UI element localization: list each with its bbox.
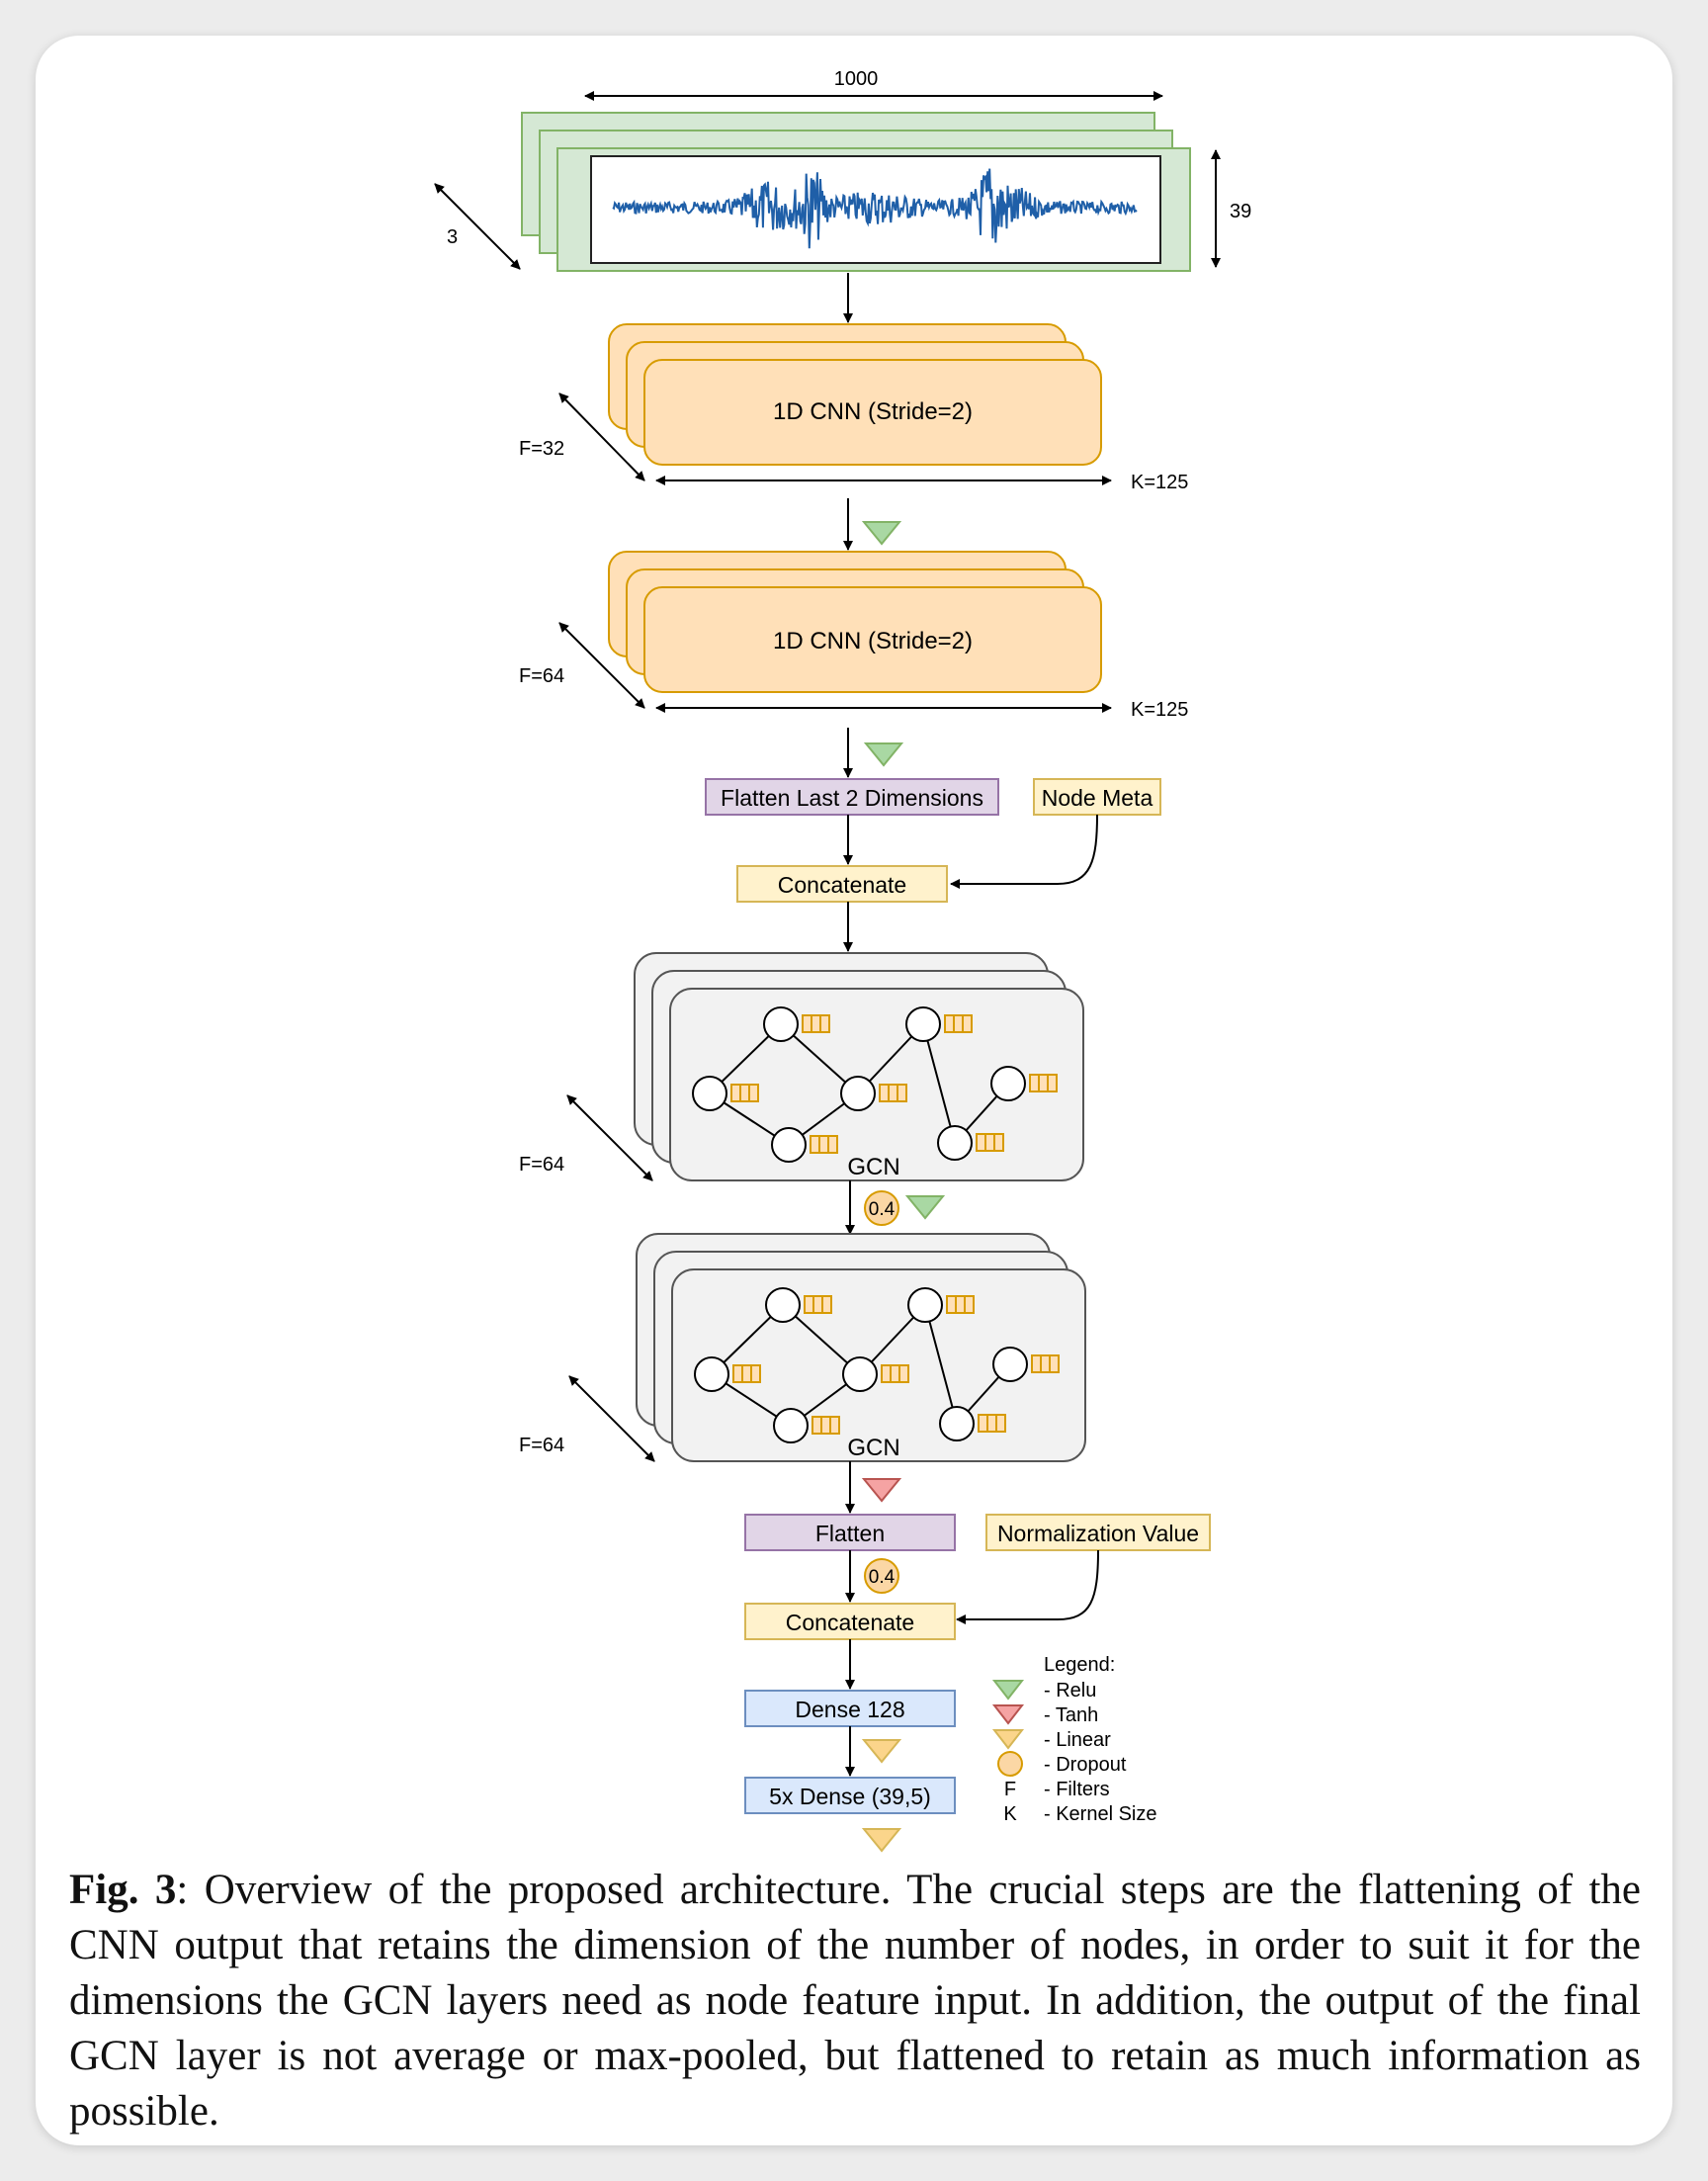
- concatenate-2-label: Concatenate: [786, 1610, 914, 1635]
- input-stack: [521, 112, 1191, 272]
- gcn-graph-1: [692, 1006, 1058, 1163]
- figure-caption: Fig. 3: Overview of the proposed archite…: [69, 1863, 1641, 2139]
- normalization-value-label: Normalization Value: [997, 1521, 1199, 1546]
- gcn-2-filters: F=64: [519, 1435, 564, 1456]
- node-meta-arrow: [950, 814, 1098, 889]
- legend-dropout: - Dropout: [1044, 1754, 1127, 1776]
- concatenate-box-2: [744, 1603, 956, 1640]
- dropout-1-label: 0.4: [869, 1199, 896, 1220]
- legend-filters: - Filters: [1044, 1779, 1110, 1800]
- legend: Legend: - Relu - Tanh - Linear - Dropout…: [991, 1654, 1157, 1825]
- filters-arrow: [568, 1375, 655, 1462]
- gcn-graph-2: [694, 1287, 1060, 1443]
- relu-legend-icon: [991, 1680, 1025, 1701]
- normalization-arrow: [956, 1549, 1099, 1624]
- node-meta-box: [1033, 778, 1161, 816]
- linear-legend-icon: [991, 1729, 1025, 1750]
- cnn-layer-2: 1D CNN (Stride=2): [608, 551, 1102, 693]
- dense-output-box: [744, 1777, 956, 1814]
- gcn-2-label: GCN: [847, 1435, 899, 1461]
- relu-activation-icon: [861, 521, 902, 546]
- dropout-legend-icon: [997, 1751, 1023, 1777]
- cnn-2-filters: F=64: [519, 665, 564, 687]
- legend-linear: - Linear: [1044, 1729, 1111, 1751]
- flatten-last-2-label: Flatten Last 2 Dimensions: [721, 785, 983, 811]
- linear-activation-icon: [861, 1739, 902, 1764]
- tanh-legend-icon: [991, 1704, 1025, 1725]
- cnn-2-kernel: K=125: [1131, 699, 1188, 721]
- depth-dimension-arrow: [434, 183, 521, 270]
- legend-title: Legend:: [1044, 1654, 1115, 1676]
- concatenate-1-label: Concatenate: [778, 872, 906, 898]
- legend-k-symbol: K: [1003, 1803, 1017, 1825]
- linear-activation-icon: [861, 1828, 902, 1853]
- width-label: 1000: [834, 68, 879, 90]
- dropout-2-label: 0.4: [869, 1567, 896, 1588]
- dropout-icon: [864, 1558, 899, 1594]
- gcn-1-label: GCN: [847, 1154, 899, 1180]
- legend-tanh: - Tanh: [1044, 1704, 1098, 1726]
- cnn-2-label: 1D CNN (Stride=2): [773, 628, 973, 654]
- caption-label: Fig. 3: [69, 1867, 177, 1913]
- relu-activation-icon: [904, 1195, 946, 1220]
- height-label: 39: [1230, 201, 1251, 222]
- legend-kernel: - Kernel Size: [1044, 1803, 1157, 1825]
- cnn-layer-1: 1D CNN (Stride=2): [608, 323, 1102, 466]
- dropout-icon: [864, 1190, 899, 1226]
- dense-output-label: 5x Dense (39,5): [769, 1784, 931, 1809]
- cnn-1-kernel: K=125: [1131, 472, 1188, 493]
- depth-label: 3: [447, 226, 458, 248]
- dense-128-box: [744, 1690, 956, 1727]
- caption-text: : Overview of the proposed architecture.…: [69, 1867, 1641, 2135]
- cnn-1-filters: F=32: [519, 438, 564, 460]
- tanh-activation-icon: [861, 1478, 902, 1503]
- gcn-layer-1: GCN: [634, 952, 1084, 1181]
- legend-f-symbol: F: [1004, 1779, 1016, 1800]
- cnn-1-label: 1D CNN (Stride=2): [773, 398, 973, 425]
- filters-arrow: [558, 393, 645, 481]
- concatenate-box-1: [736, 865, 948, 903]
- filters-arrow: [558, 622, 645, 709]
- legend-relu: - Relu: [1044, 1680, 1096, 1701]
- flatten-label: Flatten: [815, 1521, 885, 1546]
- dense-128-label: Dense 128: [795, 1697, 904, 1722]
- relu-activation-icon: [863, 742, 904, 767]
- normalization-value-box: [985, 1514, 1211, 1551]
- gcn-1-filters: F=64: [519, 1154, 564, 1176]
- gcn-layer-2: GCN: [636, 1233, 1086, 1462]
- waveform: [612, 168, 1138, 249]
- filters-arrow: [566, 1094, 653, 1181]
- node-meta-label: Node Meta: [1042, 785, 1153, 811]
- flatten-last-2-box: [705, 778, 999, 816]
